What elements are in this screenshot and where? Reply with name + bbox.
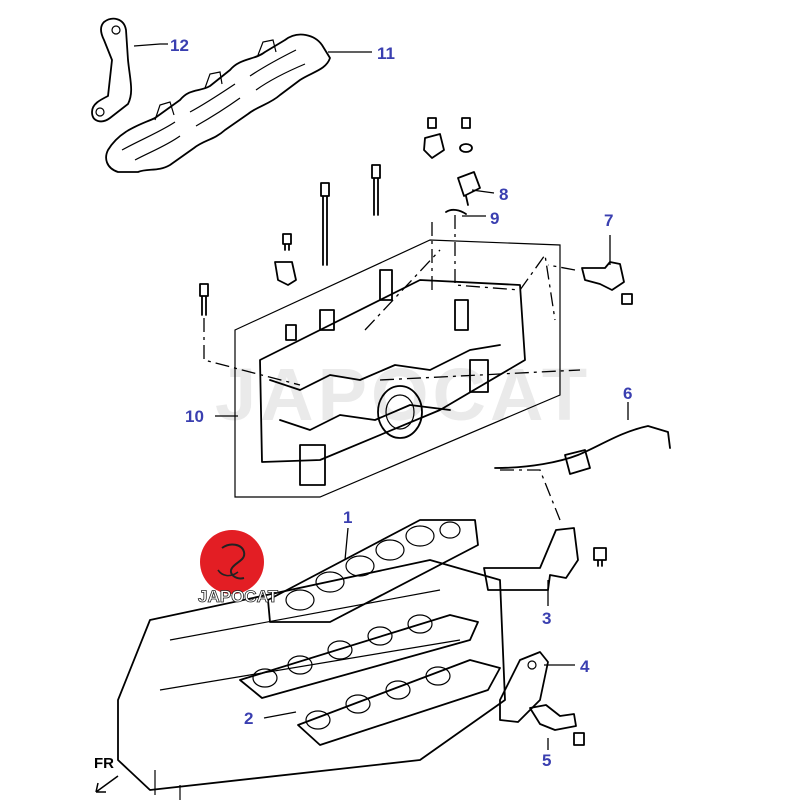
upper-gasket xyxy=(267,519,479,623)
upper-bracket xyxy=(91,17,133,123)
assembly-lines xyxy=(203,215,581,521)
callout-1: 1 xyxy=(343,508,352,527)
cylinder-head xyxy=(117,559,506,800)
hose-pipe xyxy=(494,425,671,475)
sensor-assembly xyxy=(423,117,481,215)
front-direction-indicator: FR xyxy=(94,755,119,793)
callout-leaders xyxy=(133,43,629,750)
callout-7: 7 xyxy=(604,211,613,230)
logo-red-circle xyxy=(200,530,264,594)
callout-9: 9 xyxy=(490,209,499,228)
callout-2: 2 xyxy=(244,709,253,728)
manifold-bolts xyxy=(199,164,381,316)
intake-manifold xyxy=(234,239,561,498)
small-bracket xyxy=(529,704,585,746)
lower-mount-bracket xyxy=(483,527,607,591)
fr-arrow-icon xyxy=(95,775,119,793)
right-bracket xyxy=(581,261,633,305)
logo-text: JAPOCAT xyxy=(198,587,279,606)
callout-8: 8 xyxy=(499,185,508,204)
side-bracket xyxy=(499,651,549,723)
callout-5: 5 xyxy=(542,751,551,770)
callout-6: 6 xyxy=(623,384,632,403)
callout-4: 4 xyxy=(580,657,590,676)
callout-labels: 12 11 8 9 7 6 10 1 3 4 2 5 xyxy=(170,36,632,770)
callout-12: 12 xyxy=(170,36,189,55)
heat-shield-cover xyxy=(105,33,331,173)
japocat-logo: JAPOCAT xyxy=(198,530,279,606)
fr-label: FR xyxy=(94,755,114,772)
callout-10: 10 xyxy=(185,407,204,426)
callout-11: 11 xyxy=(377,44,395,63)
callout-3: 3 xyxy=(542,609,551,628)
